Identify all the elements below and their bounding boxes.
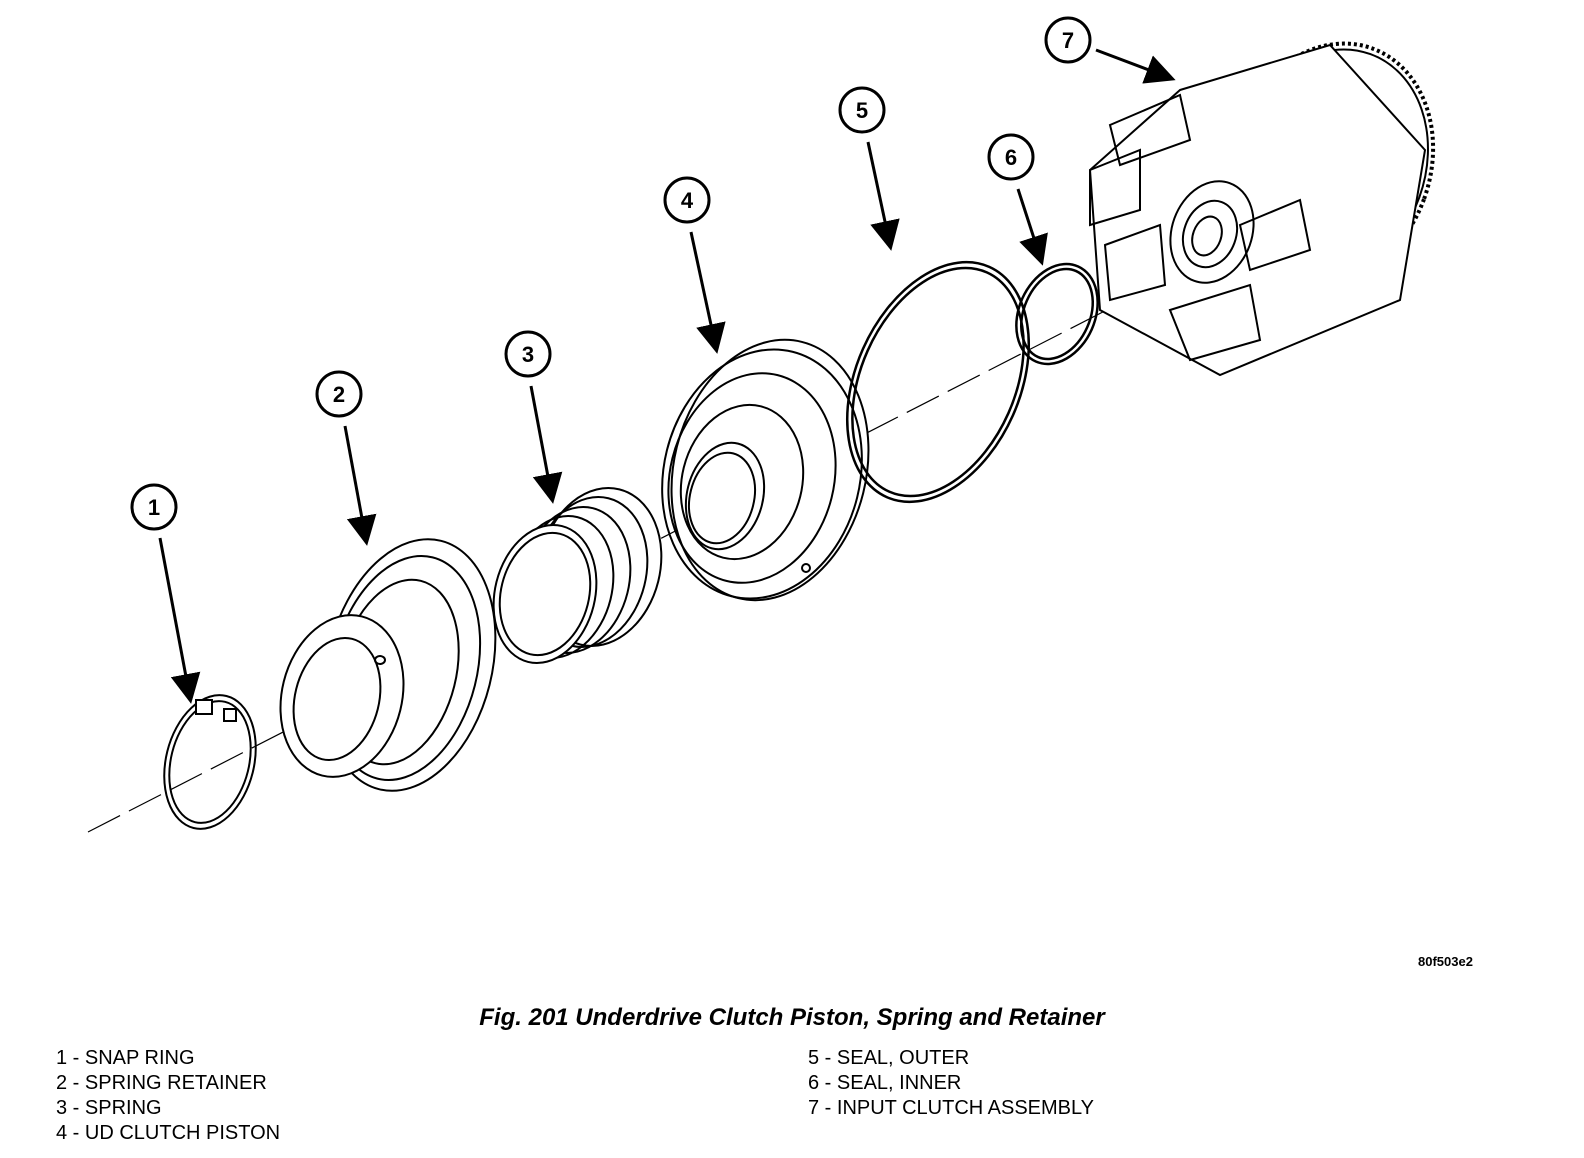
svg-text:7: 7 bbox=[1062, 28, 1074, 53]
legend-item: 4 - UD CLUTCH PISTON bbox=[56, 1122, 281, 1144]
leader-arrow-6 bbox=[1016, 188, 1048, 266]
outer-seal-part bbox=[845, 260, 1031, 504]
leader-arrow-1 bbox=[158, 537, 201, 704]
svg-text:6: 6 bbox=[1005, 145, 1017, 170]
input-clutch-assembly-part bbox=[1088, 41, 1436, 377]
legend-item: 7 - INPUT CLUTCH ASSEMBLY bbox=[808, 1097, 1094, 1119]
svg-text:3: 3 bbox=[522, 342, 534, 367]
legend-left: 1 - SNAP RING 2 - SPRING RETAINER 3 - SP… bbox=[56, 1046, 280, 1146]
legend-item: 5 - SEAL, OUTER bbox=[808, 1047, 970, 1069]
snap-ring-part bbox=[163, 694, 257, 830]
leader-arrows bbox=[158, 48, 1176, 704]
callouts: 1 2 3 4 5 6 7 bbox=[130, 16, 1092, 531]
svg-text:2: 2 bbox=[333, 382, 345, 407]
callout-4: 4 bbox=[663, 176, 711, 224]
inner-seal-part bbox=[1015, 262, 1099, 366]
callout-3: 3 bbox=[504, 330, 552, 378]
figure-caption: Fig. 201 Underdrive Clutch Piston, Sprin… bbox=[479, 1004, 1105, 1031]
legend-right: 5 - SEAL, OUTER 6 - SEAL, INNER 7 - INPU… bbox=[808, 1046, 1094, 1121]
leader-arrow-4 bbox=[689, 231, 726, 354]
leader-arrow-3 bbox=[529, 385, 563, 504]
callout-2: 2 bbox=[315, 370, 363, 418]
figure-code: 80f503e2 bbox=[1418, 954, 1473, 969]
ud-clutch-piston-part bbox=[661, 338, 870, 602]
svg-text:4: 4 bbox=[681, 188, 694, 213]
spring-retainer-part bbox=[279, 538, 497, 792]
leader-arrow-2 bbox=[343, 425, 377, 546]
leader-arrow-7 bbox=[1095, 48, 1176, 84]
legend-item: 2 - SPRING RETAINER bbox=[56, 1072, 267, 1094]
legend-item: 3 - SPRING bbox=[56, 1097, 162, 1119]
leader-arrow-5 bbox=[866, 141, 900, 251]
callout-7: 7 bbox=[1044, 16, 1092, 64]
callout-6: 6 bbox=[987, 133, 1035, 181]
legend-item: 1 - SNAP RING bbox=[56, 1047, 195, 1069]
callout-1: 1 bbox=[130, 483, 178, 531]
spring-part bbox=[492, 487, 663, 664]
svg-text:1: 1 bbox=[148, 495, 160, 520]
legend-item: 6 - SEAL, INNER bbox=[808, 1072, 962, 1094]
svg-text:5: 5 bbox=[856, 98, 868, 123]
callout-5: 5 bbox=[838, 86, 886, 134]
